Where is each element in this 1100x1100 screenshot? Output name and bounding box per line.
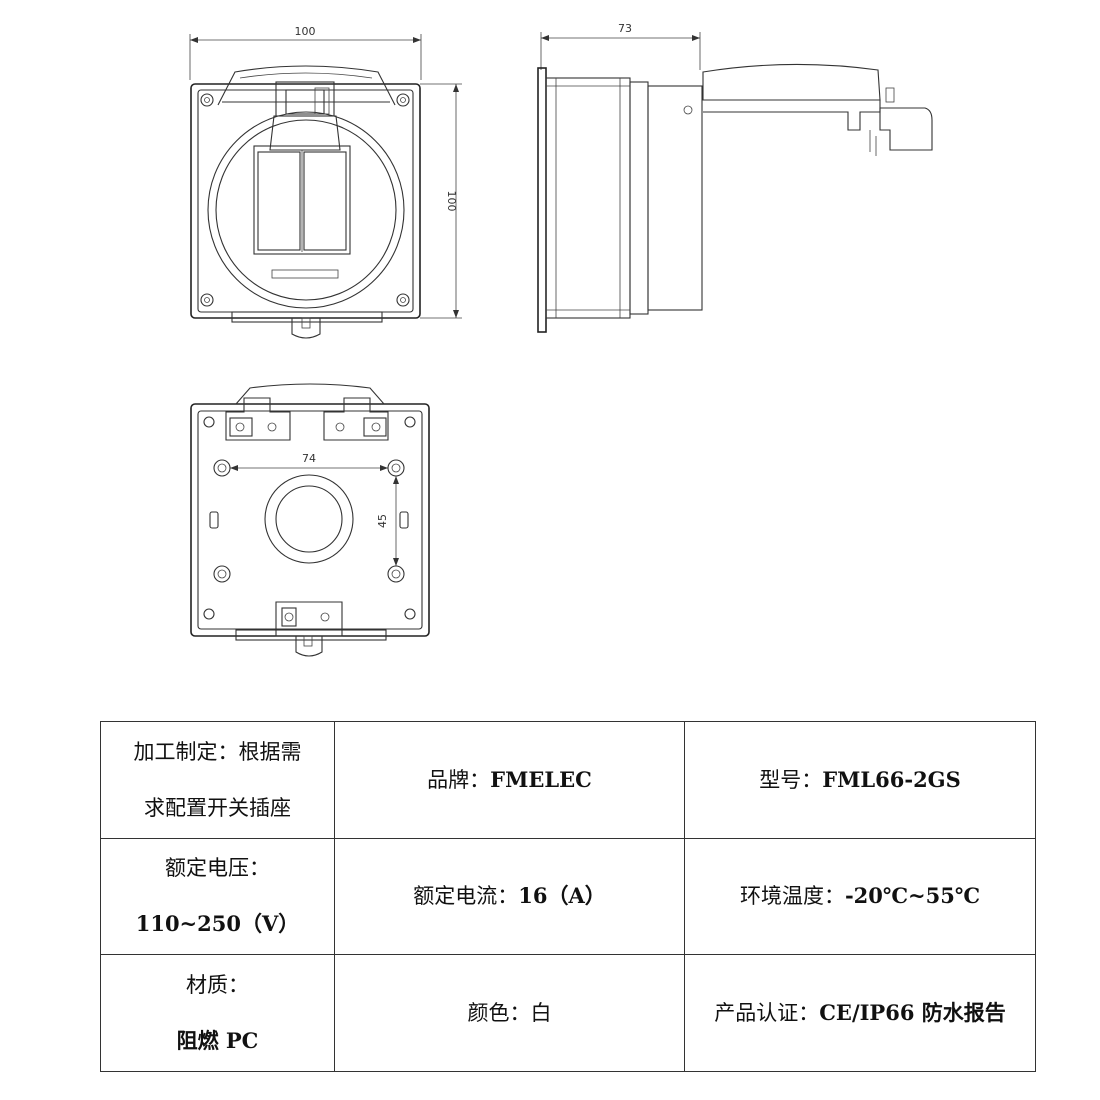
- spec-brand-value: FMELEC: [490, 766, 592, 792]
- spec-voltage-value: 110~250（V）: [135, 911, 300, 937]
- spec-current: 额定电流：16（A）: [334, 837, 685, 956]
- technical-drawing: 100 100: [189, 22, 933, 657]
- side-view: 73: [537, 22, 933, 333]
- spec-material-value: 阻燃 PC: [176, 1028, 259, 1054]
- spec-customization-line2: 求配置开关插座: [144, 795, 291, 820]
- spec-model: 型号：FML66-2GS: [684, 721, 1036, 839]
- table-row: 材质： 阻燃 PC 颜色：白 产品认证：CE/IP66 防水报告: [100, 954, 1036, 1072]
- front-height-label: 100: [445, 191, 458, 212]
- spec-customization-line1: 加工制定：根据需: [133, 739, 302, 764]
- front-view: 100 100: [189, 25, 462, 339]
- spec-temperature: 环境温度：-20℃~55℃: [684, 837, 1036, 956]
- bottom-terminal: [235, 601, 387, 657]
- spec-voltage: 额定电压： 110~250（V）: [100, 837, 335, 956]
- spec-material-label: 材质：: [186, 973, 249, 998]
- spec-model-label: 型号：: [759, 767, 823, 792]
- spec-color-value: 白: [530, 1001, 552, 1026]
- corner-screws: [200, 93, 410, 307]
- spec-model-value: FML66-2GS: [822, 766, 961, 792]
- back-spacing-x-label: 74: [302, 452, 316, 465]
- spec-color: 颜色：白: [334, 954, 685, 1072]
- spec-current-value: 16（A）: [518, 883, 606, 909]
- spec-color-label: 颜色：: [467, 1001, 531, 1026]
- spec-temperature-value: -20℃~55℃: [844, 883, 981, 909]
- top-terminals: [225, 397, 389, 441]
- spec-brand-label: 品牌：: [427, 767, 491, 792]
- spec-temperature-label: 环境温度：: [739, 884, 845, 909]
- spec-certification: 产品认证：CE/IP66 防水报告: [684, 954, 1036, 1072]
- table-row: 额定电压： 110~250（V） 额定电流：16（A） 环境温度：-20℃~55…: [100, 837, 1036, 956]
- back-view: 74 45: [190, 383, 430, 657]
- spec-voltage-label: 额定电压：: [165, 856, 270, 881]
- spec-table: 加工制定：根据需 求配置开关插座 品牌：FMELEC 型号：FML66-2GS …: [100, 721, 1036, 1072]
- spec-certification-value: CE/IP66 防水报告: [819, 1000, 1006, 1026]
- spec-material: 材质： 阻燃 PC: [100, 954, 335, 1072]
- back-spacing-y-label: 45: [376, 514, 389, 528]
- spec-current-label: 额定电流：: [413, 884, 519, 909]
- spec-brand: 品牌：FMELEC: [334, 721, 685, 839]
- front-width-label: 100: [295, 25, 316, 38]
- spec-certification-label: 产品认证：: [714, 1001, 820, 1026]
- side-depth-label: 73: [618, 22, 632, 35]
- spec-customization: 加工制定：根据需 求配置开关插座: [100, 721, 335, 839]
- table-row: 加工制定：根据需 求配置开关插座 品牌：FMELEC 型号：FML66-2GS: [100, 721, 1036, 839]
